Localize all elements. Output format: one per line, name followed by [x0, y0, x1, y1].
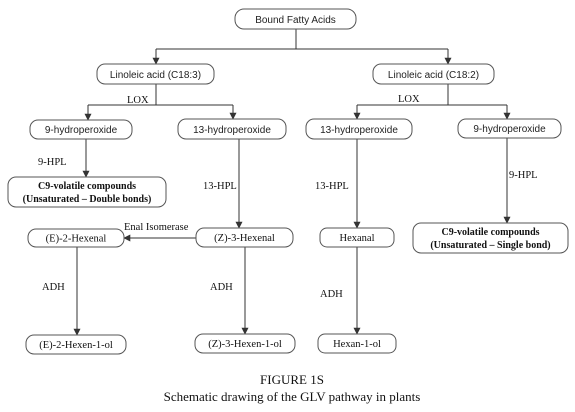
- lox-label-left: LOX: [127, 95, 149, 106]
- node-label-line1: C9-volatile compounds: [441, 227, 539, 238]
- node-label: Linoleic acid (C18:2): [388, 70, 479, 81]
- node-hexan-1-ol: Hexan-1-ol: [317, 333, 397, 354]
- node-label: Hexan-1-ol: [333, 339, 381, 350]
- node-label: 13-hydroperoxide: [193, 125, 271, 136]
- adh-label-1: ADH: [42, 282, 65, 293]
- node-z-3-hexen-1-ol: (Z)-3-Hexen-1-ol: [194, 333, 296, 354]
- node-label: Hexanal: [340, 233, 375, 244]
- node-label: (Z)-3-Hexenal: [214, 233, 275, 244]
- node-label: (E)-2-Hexenal: [46, 234, 107, 245]
- figure-title: FIGURE 1S: [260, 372, 324, 387]
- node-label: Bound Fatty Acids: [255, 15, 336, 26]
- hpl-13-label-left: 13-HPL: [203, 181, 237, 192]
- hpl-9-label-left: 9-HPL: [38, 157, 67, 168]
- node-13-hydroperoxide-left: 13-hydroperoxide: [177, 118, 287, 140]
- node-label-line1: C9-volatile compounds: [38, 181, 136, 192]
- lox-label-right: LOX: [398, 94, 420, 105]
- node-label-line2: (Unsaturated – Double bonds): [23, 194, 152, 205]
- hpl-9-label-right: 9-HPL: [509, 170, 538, 181]
- hpl-13-label-right: 13-HPL: [315, 181, 349, 192]
- node-9-hydroperoxide-right: 9-hydroperoxide: [457, 118, 562, 139]
- node-linoleic-acid-c18-2: Linoleic acid (C18:2): [372, 63, 495, 85]
- node-label: (E)-2-Hexen-1-ol: [39, 340, 113, 351]
- node-linoleic-acid-c18-3: Linoleic acid (C18:3): [96, 63, 215, 85]
- node-e-2-hexenal: (E)-2-Hexenal: [27, 228, 125, 248]
- node-label-line2: (Unsaturated – Single bond): [430, 240, 550, 251]
- node-hexanal: Hexanal: [319, 227, 395, 248]
- node-label: 13-hydroperoxide: [320, 125, 398, 136]
- node-c9-volatiles-single-bond: C9-volatile compounds (Unsaturated – Sin…: [412, 222, 569, 254]
- node-e-2-hexen-1-ol: (E)-2-Hexen-1-ol: [25, 334, 127, 355]
- node-13-hydroperoxide-right: 13-hydroperoxide: [305, 118, 413, 140]
- node-bound-fatty-acids: Bound Fatty Acids: [234, 8, 357, 30]
- node-9-hydroperoxide-left: 9-hydroperoxide: [29, 119, 133, 140]
- adh-label-2: ADH: [210, 282, 233, 293]
- node-c9-volatiles-double-bonds: C9-volatile compounds (Unsaturated – Dou…: [7, 176, 167, 208]
- enal-isomerase-label: Enal Isomerase: [124, 222, 189, 233]
- node-label: 9-hydroperoxide: [473, 124, 546, 135]
- node-label: 9-hydroperoxide: [45, 125, 118, 136]
- edges: [73, 29, 511, 336]
- node-label: Linoleic acid (C18:3): [110, 70, 201, 81]
- figure-caption: Schematic drawing of the GLV pathway in …: [164, 389, 421, 404]
- node-z-3-hexenal: (Z)-3-Hexenal: [195, 227, 294, 248]
- node-label: (Z)-3-Hexen-1-ol: [208, 339, 282, 350]
- adh-label-3: ADH: [320, 289, 343, 300]
